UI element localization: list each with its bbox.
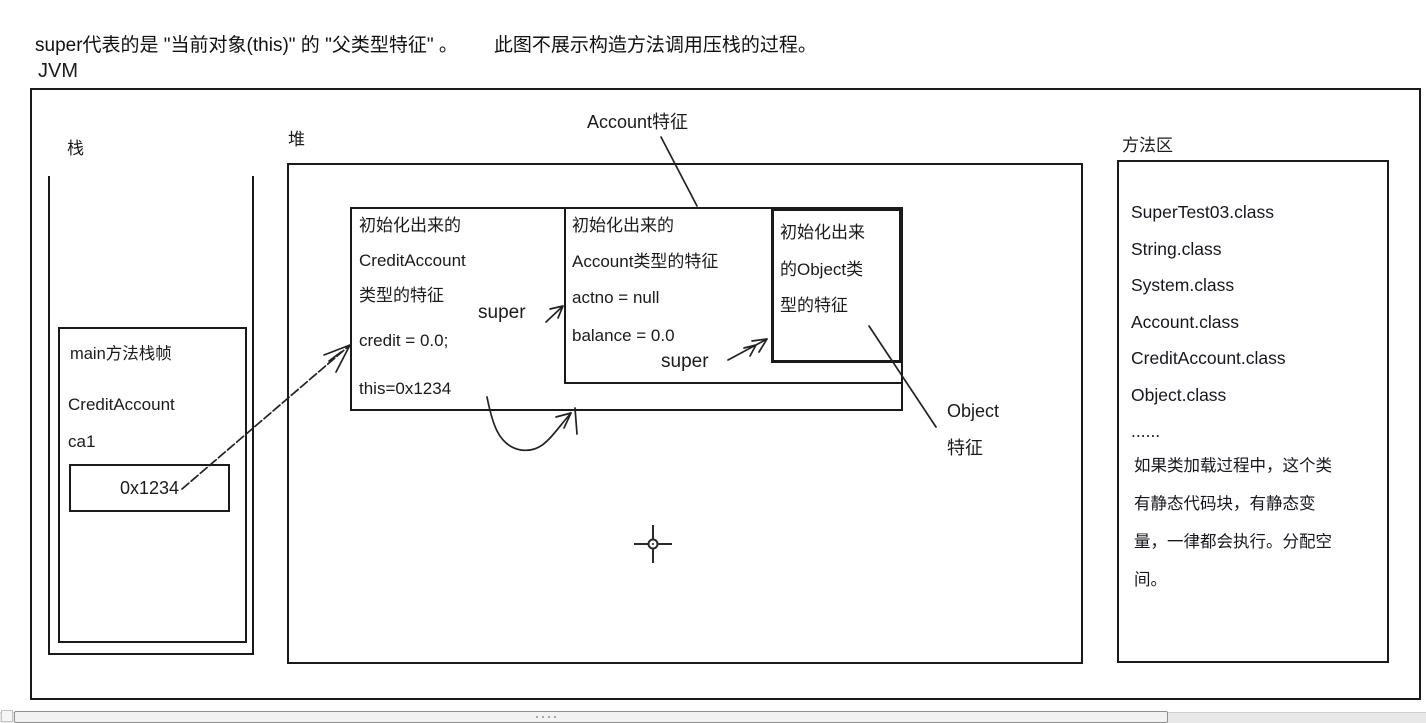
jvm-label: JVM bbox=[38, 60, 78, 82]
account-box-line: balance = 0.0 bbox=[572, 326, 675, 345]
account-box-line: actno = null bbox=[572, 288, 660, 307]
jvm-box bbox=[30, 88, 1421, 700]
class-list-item: ...... bbox=[1131, 421, 1161, 441]
note-line: 有静态代码块，有静态变 bbox=[1134, 495, 1316, 513]
heap-label: 堆 bbox=[288, 130, 305, 149]
stack-frame-title: main方法栈帧 bbox=[70, 345, 172, 363]
caption: super代表的是 "当前对象(this)" 的 "父类型特征" 。 此图不展示构… bbox=[35, 30, 817, 57]
object-box-line: 的Object类 bbox=[780, 260, 864, 279]
credit-box-line: this=0x1234 bbox=[359, 379, 452, 398]
class-list-item: System.class bbox=[1131, 275, 1235, 295]
loaded-class-list: SuperTest03.class String.class System.cl… bbox=[1131, 194, 1286, 450]
note-line: 量，一律都会执行。分配空 bbox=[1134, 533, 1332, 551]
object-feature-callout-line1: Object bbox=[947, 401, 1000, 421]
object-feature-callout-line2: 特征 bbox=[947, 438, 983, 458]
object-box-line: 型的特征 bbox=[780, 296, 848, 315]
credit-box-line: 类型的特征 bbox=[359, 286, 444, 305]
method-area-label: 方法区 bbox=[1122, 136, 1173, 155]
caption-super-definition: super代表的是 "当前对象(this)" 的 "父类型特征" 。 bbox=[35, 35, 458, 56]
reference-value-box: 0x1234 bbox=[69, 464, 230, 512]
class-list-item: Object.class bbox=[1131, 384, 1227, 405]
stack-var-name: ca1 bbox=[68, 432, 96, 451]
class-list-item: String.class bbox=[1131, 238, 1222, 259]
reference-value: 0x1234 bbox=[119, 478, 180, 498]
note-line: 如果类加载过程中，这个类 bbox=[1134, 457, 1332, 475]
horizontal-scrollbar-thumb[interactable] bbox=[14, 711, 1168, 723]
credit-box-line: credit = 0.0; bbox=[359, 331, 449, 350]
account-feature-callout: Account特征 bbox=[587, 112, 689, 132]
credit-box-line: 初始化出来的 bbox=[359, 216, 461, 235]
class-loading-note: 如果类加载过程中，这个类 有静态代码块，有静态变 量，一律都会执行。分配空 间。 bbox=[1134, 447, 1332, 599]
account-part-box bbox=[564, 207, 903, 384]
credit-box-line: CreditAccount bbox=[359, 251, 466, 270]
scrollbar-grip-icon bbox=[536, 716, 560, 719]
method-area-box bbox=[1117, 160, 1389, 663]
main-stack-frame-box: main方法栈帧 CreditAccount ca1 0x1234 bbox=[58, 327, 247, 643]
account-box-line: 初始化出来的 bbox=[572, 216, 674, 235]
scrollbar-left-button[interactable] bbox=[1, 710, 13, 722]
account-box-line: Account类型的特征 bbox=[572, 252, 719, 271]
class-list-item: CreditAccount.class bbox=[1131, 348, 1286, 368]
stack-label: 栈 bbox=[67, 139, 84, 158]
class-list-item: Account.class bbox=[1131, 311, 1239, 332]
note-line: 间。 bbox=[1134, 571, 1167, 589]
super-annotation-2: super bbox=[661, 351, 709, 372]
caption-note: 此图不展示构造方法调用压栈的过程。 bbox=[493, 35, 817, 56]
object-box-line: 初始化出来 bbox=[780, 223, 865, 242]
stack-var-type: CreditAccount bbox=[68, 395, 175, 414]
super-annotation-1: super bbox=[478, 302, 526, 323]
class-list-item: SuperTest03.class bbox=[1131, 202, 1274, 222]
object-part-box bbox=[771, 208, 902, 363]
